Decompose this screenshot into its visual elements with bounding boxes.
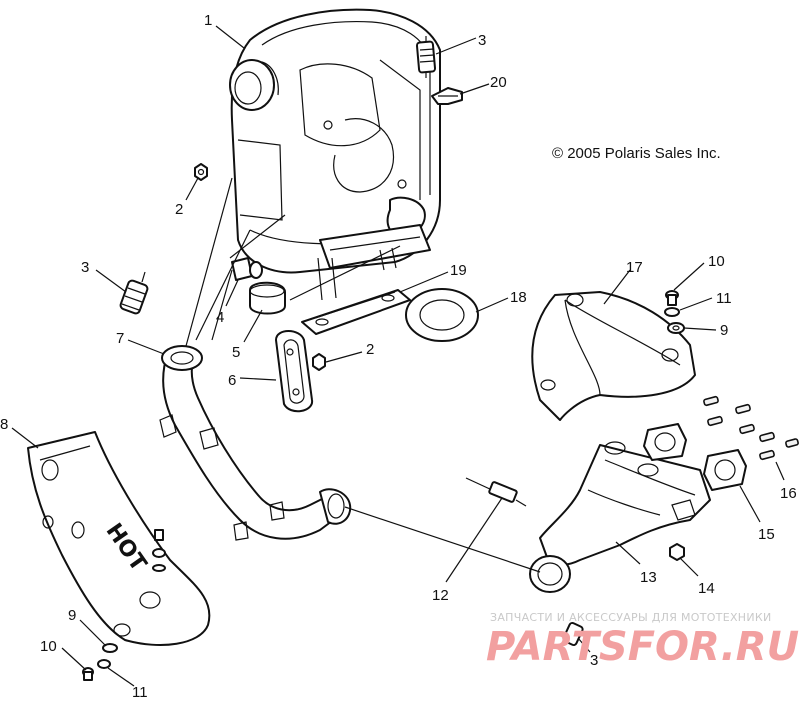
shield-hardware xyxy=(152,529,166,572)
band-clamp-part-5 xyxy=(249,281,286,315)
callout-18: 18 xyxy=(510,289,527,306)
nut-part-2-upper xyxy=(194,163,208,181)
clip-part-20 xyxy=(431,87,463,105)
exhaust-pipe-part-7 xyxy=(159,345,352,541)
callout-14: 14 xyxy=(698,580,715,597)
watermark-brand: PARTSFOR.RU xyxy=(486,624,799,670)
nut-part-2-mid xyxy=(312,353,326,371)
callout-16: 16 xyxy=(780,485,797,502)
spring-part-3-top xyxy=(415,36,437,78)
gasket-part-15-a xyxy=(643,423,687,461)
bolt-part-10-top xyxy=(665,290,679,306)
gasket-part-15-b xyxy=(703,449,747,491)
callout-2-mid: 2 xyxy=(366,341,374,358)
callout-3-top: 3 xyxy=(478,32,486,49)
plate-part-19 xyxy=(301,289,411,335)
callout-19: 19 xyxy=(450,262,467,279)
gasket-part-6 xyxy=(275,330,314,413)
washer-part-11-bottom xyxy=(97,659,111,669)
callout-11-top: 11 xyxy=(716,290,732,307)
spring-part-3-left xyxy=(119,271,149,315)
callout-5: 5 xyxy=(232,344,240,361)
callout-8: 8 xyxy=(0,416,8,433)
studs-part-16 xyxy=(703,395,799,461)
callout-7: 7 xyxy=(116,330,124,347)
manifold-part-13 xyxy=(529,441,711,593)
callout-3-bottom: 3 xyxy=(590,652,598,669)
heat-shield-part-8: HOT xyxy=(27,431,211,646)
callout-labels: 1 3 20 2 3 4 5 6 2 19 18 7 8 17 10 11 9 … xyxy=(0,12,797,701)
callout-20: 20 xyxy=(490,74,507,91)
callout-1: 1 xyxy=(204,12,212,29)
callout-11-bottom: 11 xyxy=(132,684,148,701)
callout-2-upper: 2 xyxy=(175,201,183,218)
callout-leaders xyxy=(11,25,785,687)
callout-10-bottom: 10 xyxy=(40,638,57,655)
watermark: ЗАПЧАСТИ И АКСЕССУАРЫ ДЛЯ МОТОТЕХНИКИ PA… xyxy=(486,611,799,670)
nut-part-14 xyxy=(669,543,685,561)
washer-part-11-top xyxy=(664,307,680,317)
callout-13: 13 xyxy=(640,569,657,586)
callout-3-left: 3 xyxy=(81,259,89,276)
callout-9-top: 9 xyxy=(720,322,728,339)
callout-12: 12 xyxy=(432,587,449,604)
watermark-subtitle: ЗАПЧАСТИ И АКСЕССУАРЫ ДЛЯ МОТОТЕХНИКИ xyxy=(490,611,772,624)
copyright-text: © 2005 Polaris Sales Inc. xyxy=(552,145,721,162)
spring-part-3-bottom xyxy=(562,621,584,647)
callout-17: 17 xyxy=(626,259,643,276)
callout-15: 15 xyxy=(758,526,775,543)
washer-part-9-top xyxy=(667,322,685,334)
callout-9-bottom: 9 xyxy=(68,607,76,624)
muffler-part-1 xyxy=(229,8,441,301)
assembly-lines xyxy=(185,177,541,573)
manifold-shield-part-17 xyxy=(531,291,696,421)
callout-4: 4 xyxy=(216,309,224,326)
grommet-part-4 xyxy=(231,257,263,281)
callout-6: 6 xyxy=(228,372,236,389)
gasket-part-18 xyxy=(405,288,479,342)
bolt-part-10-bottom xyxy=(82,667,94,681)
washer-part-9-bottom xyxy=(102,643,118,653)
sensor-part-12 xyxy=(465,477,527,507)
callout-10-top: 10 xyxy=(708,253,725,270)
